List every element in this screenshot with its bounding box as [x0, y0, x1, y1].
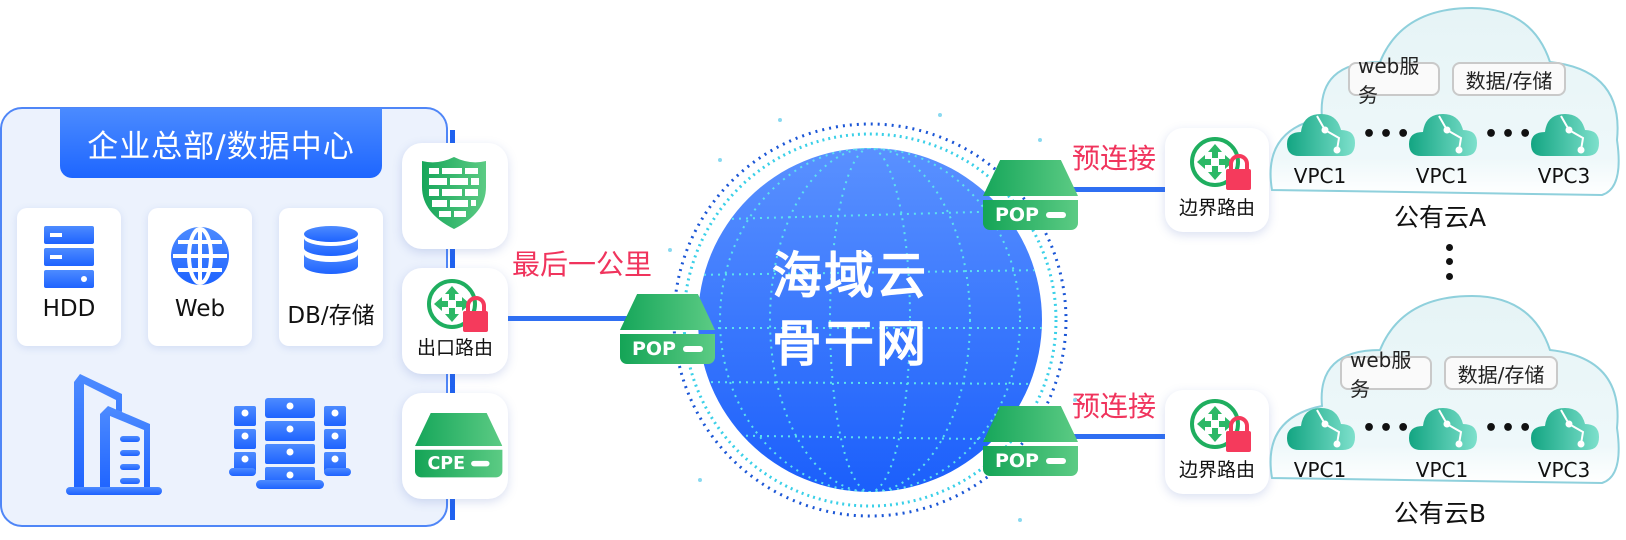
pop-label: POP [994, 450, 1039, 472]
service-tag-storage[interactable]: 数据/存储 [1452, 62, 1566, 96]
vpc-cloud-icon[interactable] [1287, 110, 1355, 156]
border-router-a[interactable]: 边界路由 [1165, 128, 1269, 232]
firewall-shield-icon [422, 157, 486, 229]
vpc-label: VPC3 [1537, 164, 1591, 188]
border-router-b[interactable]: 边界路由 [1165, 390, 1269, 494]
database-icon [304, 226, 358, 274]
egress-router-card[interactable]: 出口路由 [402, 268, 508, 374]
hq-card-db[interactable]: DB/存储 [279, 208, 383, 346]
border-router-label: 边界路由 [1178, 459, 1255, 481]
firewall-card[interactable] [402, 143, 508, 249]
vpc-label: VPC1 [1415, 164, 1469, 188]
backbone-title-line1: 海域云 [772, 247, 928, 305]
hq-card-hdd[interactable]: HDD [17, 208, 121, 346]
vpc-separator: ••• [1484, 122, 1536, 147]
router-lock-icon [427, 279, 488, 332]
hq-card-label: Web [174, 296, 226, 322]
router-lock-icon [1190, 399, 1251, 452]
pre-connect-link-b [1060, 434, 1170, 439]
hq-card-web[interactable]: Web [148, 208, 252, 346]
globe-sphere [698, 148, 1042, 492]
pop-label: POP [631, 338, 676, 360]
server-stack-icon [44, 226, 94, 288]
backbone-title-line2: 骨干网 [772, 315, 928, 373]
vpc-cloud-icon[interactable] [1287, 404, 1355, 450]
service-tag-web[interactable]: web服务 [1340, 348, 1432, 401]
pop-node-top-right[interactable]: POP [983, 160, 1078, 230]
cpe-label: CPE [427, 453, 466, 474]
service-tag-storage[interactable]: 数据/存储 [1444, 356, 1558, 390]
vpc-label: VPC3 [1537, 458, 1591, 482]
globe-grid [698, 148, 1042, 492]
pre-connect-link-a [1060, 187, 1170, 192]
cpe-device-icon: CPE [415, 413, 503, 478]
orbit-ring-inner [682, 132, 1058, 508]
public-cloud-b-label: 公有云B [1393, 499, 1487, 528]
router-lock-icon [1190, 137, 1251, 190]
pop-node-left[interactable]: POP [620, 294, 715, 364]
globe-icon [171, 227, 229, 285]
server-cluster-icon [229, 398, 351, 489]
pop-node-bottom-right[interactable]: POP [983, 406, 1078, 476]
vpc-cloud-icon[interactable] [1531, 110, 1599, 156]
pre-connect-label-a: 预连接 [1072, 142, 1157, 175]
ellipsis-dot [1446, 273, 1453, 280]
pre-connect-label-b: 预连接 [1072, 390, 1157, 423]
cpe-card[interactable]: CPE [402, 393, 508, 499]
hq-card-label: DB/存储 [287, 303, 375, 329]
vpc-cloud-icon[interactable] [1409, 110, 1477, 156]
ellipsis-dot [1446, 244, 1453, 251]
orbit-ring-outer [672, 122, 1068, 518]
building-icon [66, 374, 162, 495]
backbone-globe [668, 113, 1077, 522]
vpc-separator: ••• [1362, 122, 1414, 147]
border-router-label: 边界路由 [1178, 197, 1255, 219]
egress-router-label: 出口路由 [416, 337, 493, 359]
pop-label: POP [994, 204, 1039, 226]
backbone-title: 海域云 骨干网 [740, 242, 960, 378]
vpc-label: VPC1 [1293, 164, 1347, 188]
service-tag-web[interactable]: web服务 [1348, 54, 1440, 107]
vpc-separator: ••• [1362, 416, 1414, 441]
vpc-label: VPC1 [1415, 458, 1469, 482]
ellipsis-dot [1446, 258, 1453, 265]
public-cloud-a-label: 公有云A [1393, 203, 1487, 232]
hq-title: 企业总部/数据中心 [60, 108, 382, 178]
vpc-cloud-icon[interactable] [1409, 404, 1477, 450]
vpc-label: VPC1 [1293, 458, 1347, 482]
last-mile-label: 最后一公里 [512, 248, 653, 281]
vpc-cloud-icon[interactable] [1531, 404, 1599, 450]
hq-card-label: HDD [42, 296, 96, 322]
last-mile-link [508, 316, 638, 321]
vpc-separator: ••• [1484, 416, 1536, 441]
